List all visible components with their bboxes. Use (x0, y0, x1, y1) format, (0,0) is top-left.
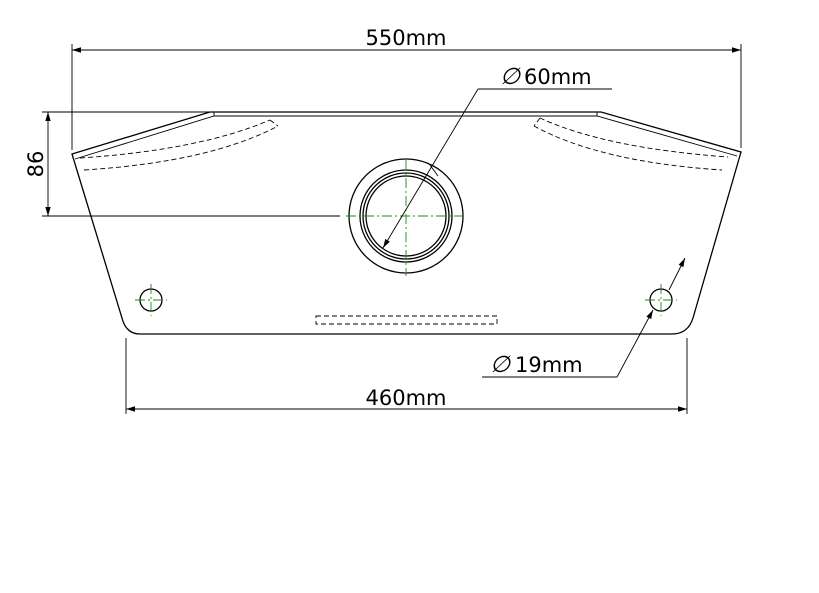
hidden-curve-left-inner (83, 125, 279, 171)
hidden-curve-left-end (269, 119, 279, 127)
part-outline (71, 111, 742, 335)
center-hole-label: 60mm (524, 65, 592, 89)
hidden-features (79, 117, 729, 325)
dimension-height: 86 (24, 111, 340, 217)
diameter-symbol-center: ∅ (500, 64, 521, 90)
overall-width-label: 550mm (366, 26, 447, 50)
leader-line-mount-hole-lower (616, 309, 654, 378)
hidden-slot (315, 315, 498, 325)
part-body-outline (71, 111, 742, 335)
hidden-curve-left-outer (79, 119, 271, 159)
leader-mount-hole: ∅ 19mm (482, 257, 686, 378)
top-edge-inner (74, 115, 738, 160)
hidden-curve-right-outer (539, 117, 729, 158)
bottom-width-label: 460mm (366, 386, 447, 410)
dimension-bottom-width: 460mm (125, 338, 688, 414)
hidden-curve-right-end (533, 117, 541, 127)
mount-hole-label: 19mm (515, 353, 583, 377)
leader-line-mount-hole-upper (668, 257, 686, 291)
leader-line-center-hole (382, 88, 479, 249)
hidden-curve-right-inner (533, 125, 723, 171)
mount-hole-right (645, 284, 677, 316)
diameter-symbol-mount: ∅ (490, 352, 511, 378)
height-label: 86 (24, 151, 48, 178)
center-hole (346, 158, 466, 276)
mount-hole-left (135, 284, 167, 316)
dimension-overall-width: 550mm (71, 26, 742, 150)
leader-center-hole: ∅ 60mm (382, 64, 612, 249)
